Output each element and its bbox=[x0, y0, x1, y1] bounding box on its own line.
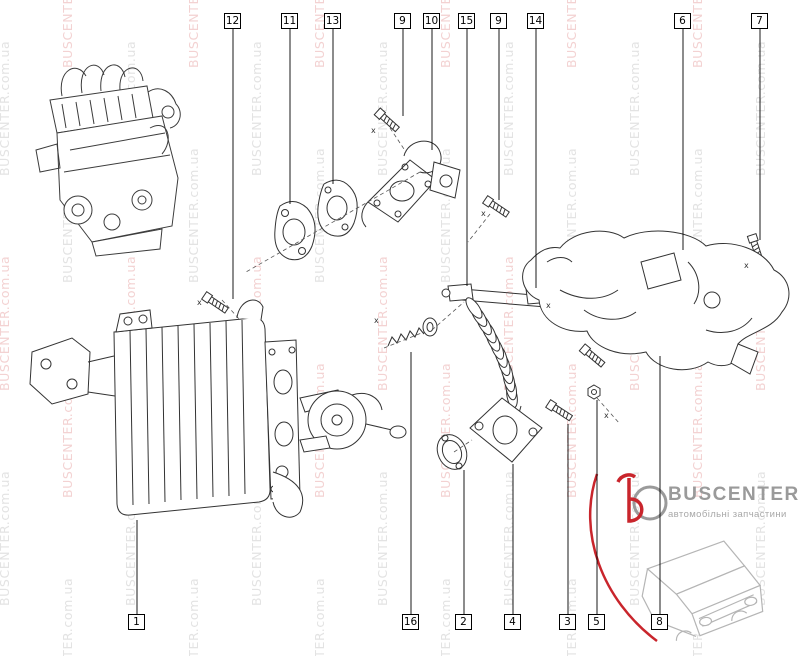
bolt-9-right bbox=[482, 195, 511, 219]
bolt-12 bbox=[201, 291, 230, 315]
logo-brand-text: BUSCENTER bbox=[668, 484, 800, 505]
callout-box-4[interactable]: 4 bbox=[504, 614, 521, 630]
callout-box-6[interactable]: 6 bbox=[674, 13, 691, 29]
callout-box-7[interactable]: 7 bbox=[751, 13, 768, 29]
washer-seal-16 bbox=[422, 317, 438, 337]
callout-box-1[interactable]: 1 bbox=[128, 614, 145, 630]
logo-van-drawing bbox=[641, 540, 764, 641]
callout-box-5[interactable]: 5 bbox=[588, 614, 605, 630]
leader-lines bbox=[136, 29, 761, 614]
quantity-markers: x x x x x x x bbox=[197, 126, 749, 420]
quantity-marker: x bbox=[197, 298, 202, 307]
callout-box-13[interactable]: 13 bbox=[324, 13, 341, 29]
callout-box-15[interactable]: 15 bbox=[458, 13, 475, 29]
gasket-valve bbox=[317, 179, 358, 237]
logo-letter-mark bbox=[616, 473, 644, 523]
pipe-flange-4 bbox=[469, 397, 543, 463]
callout-box-10[interactable]: 10 bbox=[423, 13, 440, 29]
callout-box-14[interactable]: 14 bbox=[527, 13, 544, 29]
nut-5 bbox=[587, 384, 601, 400]
egr-cooler-assembly bbox=[29, 299, 407, 518]
quantity-marker: x bbox=[546, 301, 551, 310]
callout-box-11[interactable]: 11 bbox=[281, 13, 298, 29]
hose-clamp-15 bbox=[441, 283, 474, 302]
corrugated-hose bbox=[465, 297, 518, 409]
gasket-metal-plate bbox=[274, 201, 316, 261]
logo-tagline-text: автомобільні запчастини bbox=[668, 509, 787, 520]
heat-shield bbox=[522, 230, 790, 375]
callout-box-8[interactable]: 8 bbox=[651, 614, 668, 630]
quantity-marker: x bbox=[371, 126, 376, 135]
callout-box-16[interactable]: 16 bbox=[402, 614, 419, 630]
callout-box-3[interactable]: 3 bbox=[559, 614, 576, 630]
bolt-heat-shield bbox=[578, 343, 607, 369]
callout-box-9[interactable]: 9 bbox=[490, 13, 507, 29]
engine-illustration bbox=[35, 64, 181, 257]
buscenter-logo: BUSCENTER автомобільні запчастини bbox=[589, 473, 800, 643]
quantity-marker: x bbox=[374, 316, 379, 325]
egr-valve bbox=[361, 140, 461, 228]
logo-swoosh bbox=[589, 473, 658, 643]
callout-box-2[interactable]: 2 bbox=[455, 614, 472, 630]
callout-box-9[interactable]: 9 bbox=[394, 13, 411, 29]
ring-gasket-2 bbox=[436, 434, 468, 470]
spring-16 bbox=[387, 327, 425, 347]
quantity-marker: x bbox=[744, 261, 749, 270]
stud-3 bbox=[545, 399, 574, 423]
callout-box-12[interactable]: 12 bbox=[224, 13, 241, 29]
assembly-axis-lines bbox=[221, 127, 621, 453]
quantity-marker: x bbox=[481, 209, 486, 218]
bolt-9-top bbox=[373, 107, 401, 134]
logo-circle-mark bbox=[632, 485, 668, 521]
quantity-marker: x bbox=[604, 411, 609, 420]
